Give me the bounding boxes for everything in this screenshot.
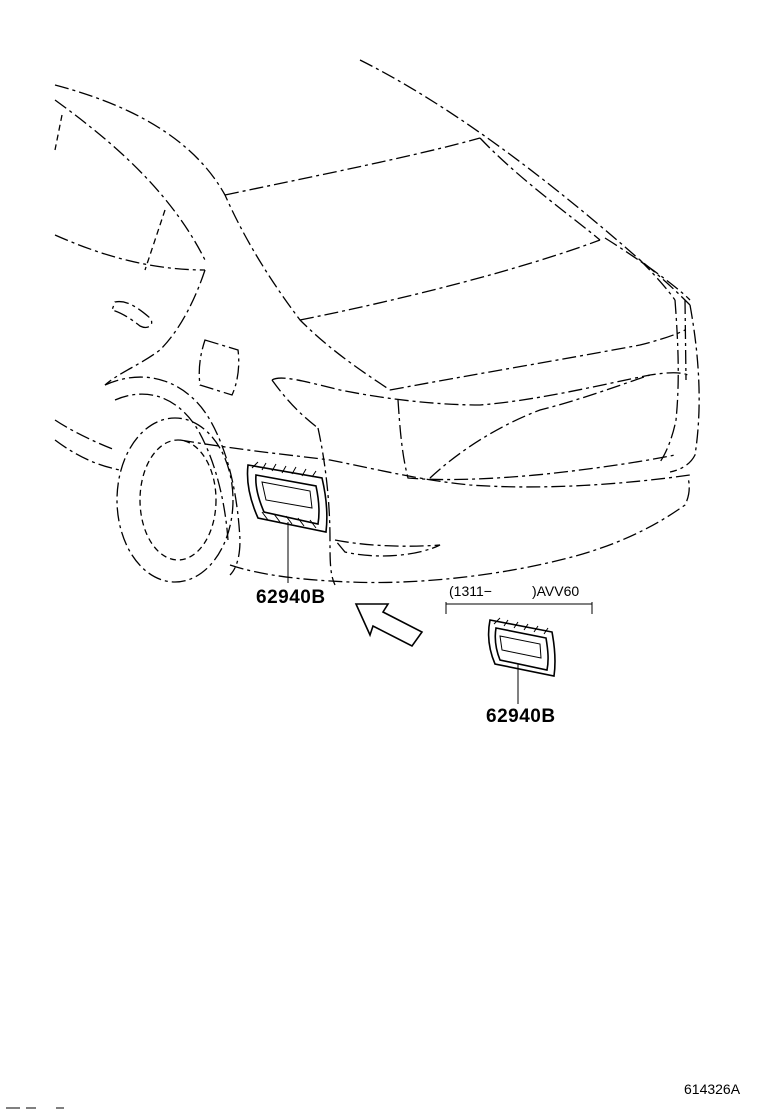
side-window-lower xyxy=(54,234,206,271)
roof-outline xyxy=(54,84,391,391)
rear-wheel xyxy=(139,439,217,561)
variant-bracket xyxy=(445,602,593,614)
trunk-lid-edge xyxy=(639,259,676,301)
rear-window-bottom xyxy=(299,239,601,321)
rear-lamp-right-outer xyxy=(669,304,700,473)
rear-wheel-arch-inner xyxy=(114,393,229,541)
illustration-id: 614326A xyxy=(684,1081,741,1097)
trunk-garnish xyxy=(429,374,651,479)
trunk-lid-top xyxy=(389,329,686,391)
variant-note-prefix: (1311− xyxy=(449,583,492,599)
lower-body-line xyxy=(54,419,116,451)
trunk-side xyxy=(684,299,687,381)
air-vent-grille-installed xyxy=(246,461,328,533)
bumper-reflector xyxy=(333,539,441,557)
variant-note-suffix: )AVV60 xyxy=(531,583,580,599)
rear-tire xyxy=(116,417,234,583)
bumper-corner xyxy=(317,427,336,586)
body-shoulder-line xyxy=(104,269,206,386)
variant-applicability-note: (1311− )AVV60 xyxy=(449,583,579,599)
rear-bumper-bottom xyxy=(229,477,690,584)
tail-lamp-upper xyxy=(271,372,689,406)
roof-rear-edge xyxy=(359,59,691,306)
door-handle xyxy=(111,300,153,329)
rear-wheel-arch xyxy=(104,376,241,576)
tail-lamp-lower xyxy=(271,379,319,429)
side-window-upper xyxy=(54,99,206,261)
tail-lamp-inner xyxy=(397,399,676,481)
side-window-frame xyxy=(54,114,63,151)
side-window-pillar xyxy=(144,209,166,271)
rear-bumper-top xyxy=(179,439,691,488)
part-number-label-variant[interactable]: 62940B xyxy=(486,706,556,727)
spoiler-line xyxy=(604,237,691,301)
part-number-label-main[interactable]: 62940B xyxy=(256,587,326,608)
rear-window-top xyxy=(224,137,481,196)
air-vent-grille-variant xyxy=(487,617,556,677)
rear-window-right xyxy=(479,137,601,241)
fuel-lid xyxy=(198,339,240,396)
view-direction-arrow xyxy=(354,603,424,648)
rear-lamp-right xyxy=(659,299,679,463)
rocker-line xyxy=(54,439,121,471)
